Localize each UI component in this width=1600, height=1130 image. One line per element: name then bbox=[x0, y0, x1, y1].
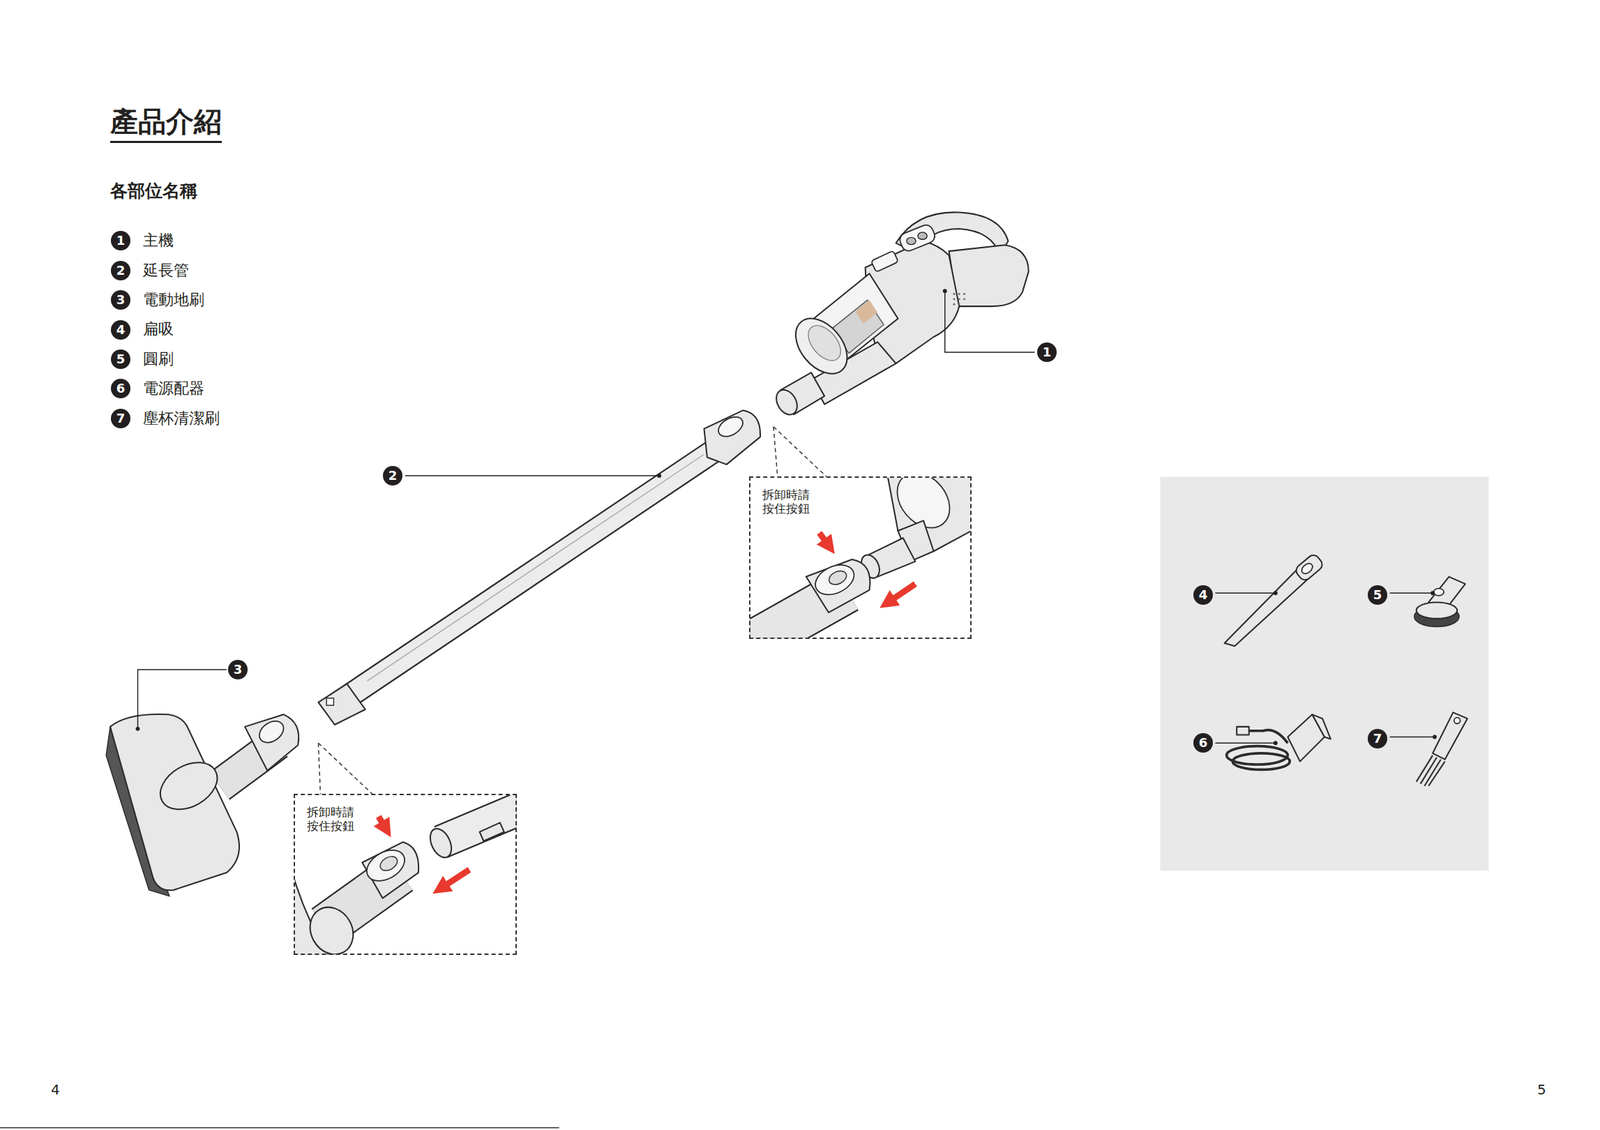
part-name: 電動地刷 bbox=[142, 290, 205, 309]
floor-brush bbox=[106, 714, 299, 897]
page-title: 產品介紹 bbox=[110, 105, 222, 143]
callout-number: 6 bbox=[1193, 733, 1213, 753]
list-number: 4 bbox=[110, 320, 131, 340]
extension-tube bbox=[318, 410, 761, 725]
detail-note: 拆卸時請 按住按鈕 bbox=[305, 804, 365, 835]
list-number: 7 bbox=[110, 408, 131, 429]
cleaning-brush bbox=[1416, 712, 1468, 786]
leader-lines bbox=[136, 288, 1437, 745]
part-name: 電源配器 bbox=[142, 379, 205, 398]
part-name: 延長管 bbox=[142, 261, 190, 280]
list-number: 2 bbox=[110, 260, 131, 281]
part-name: 扁吸 bbox=[142, 320, 174, 339]
page-rule bbox=[0, 1127, 560, 1128]
power-adapter bbox=[1226, 714, 1331, 770]
part-name: 主機 bbox=[142, 231, 174, 250]
round-brush bbox=[1414, 576, 1466, 628]
callout-number: 4 bbox=[1193, 585, 1213, 605]
detail-box: 拆卸時請 按住按鈕 bbox=[749, 476, 972, 639]
page-number: 4 bbox=[50, 1081, 60, 1098]
crevice-tool bbox=[1224, 552, 1326, 646]
part-name: 塵杯清潔刷 bbox=[142, 409, 220, 428]
callout-number: 5 bbox=[1367, 585, 1388, 605]
detail-top bbox=[749, 477, 971, 639]
section-heading: 各部位名稱 bbox=[110, 180, 198, 202]
list-number: 3 bbox=[110, 290, 131, 310]
list-number: 5 bbox=[110, 349, 131, 369]
accessory-panel bbox=[1159, 476, 1489, 871]
callout-number: 1 bbox=[1037, 342, 1057, 362]
list-number: 1 bbox=[110, 230, 131, 251]
part-name: 圓刷 bbox=[142, 350, 174, 369]
page-number: 5 bbox=[1537, 1081, 1547, 1098]
detail-note: 拆卸時請 按住按鈕 bbox=[760, 486, 820, 517]
main-unit bbox=[772, 212, 1029, 418]
callout-number: 7 bbox=[1367, 728, 1388, 749]
list-number: 6 bbox=[110, 378, 131, 399]
detail-box: 拆卸時請 按住按鈕 bbox=[293, 793, 517, 955]
callout-number: 2 bbox=[382, 465, 403, 486]
callout-number: 3 bbox=[228, 659, 248, 680]
